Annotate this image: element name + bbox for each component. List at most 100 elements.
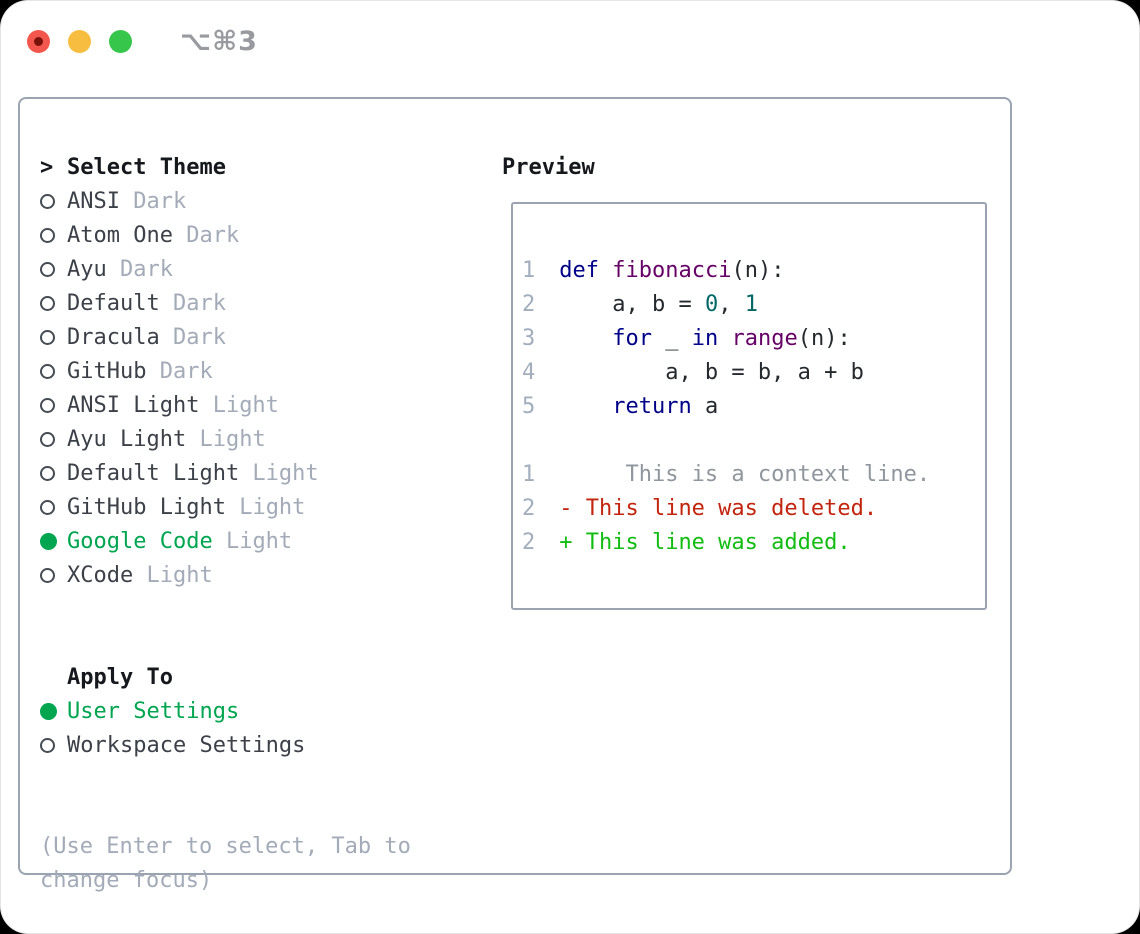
theme-variant-label: Light [239, 460, 319, 486]
radio-icon [40, 465, 55, 481]
radio-icon [40, 227, 55, 243]
theme-option[interactable]: Google Code Light [40, 524, 480, 558]
diff-line-deleted: 2 - This line was deleted. [522, 491, 985, 525]
diff-text: + This line was added. [559, 529, 851, 555]
radio-icon [40, 567, 55, 583]
line-number: 1 [522, 461, 536, 487]
diff-text: - This line was deleted. [559, 495, 878, 521]
theme-option[interactable]: Dracula Dark [40, 320, 480, 354]
theme-option[interactable]: Ayu Light Light [40, 422, 480, 456]
theme-option[interactable]: Atom One Dark [40, 218, 480, 252]
apply-to-option-label: Workspace Settings [67, 732, 306, 758]
line-number: 2 [522, 495, 536, 521]
theme-option-label: Default Light [67, 460, 240, 486]
code-text: for _ in range(n): [612, 325, 851, 351]
code-line: 5 return a [522, 389, 985, 423]
radio-icon [40, 397, 55, 413]
theme-variant-label: Light [225, 494, 306, 520]
apply-to-option[interactable]: Workspace Settings [40, 728, 480, 762]
zoom-button-icon[interactable] [109, 30, 132, 53]
preview-title: Preview [502, 154, 595, 180]
section-gap [40, 592, 480, 660]
theme-option-label: Default [67, 290, 160, 316]
theme-option-label: ANSI Light [67, 392, 200, 418]
theme-variant-label: Dark [159, 290, 226, 316]
theme-option-label: ANSI [67, 188, 120, 214]
radio-icon [40, 295, 55, 311]
line-number: 2 [522, 291, 536, 317]
theme-option[interactable]: Default Light Light [40, 456, 480, 490]
line-number: 1 [522, 257, 536, 283]
diff-text: This is a context line. [559, 461, 931, 487]
radio-icon [40, 363, 55, 379]
theme-option[interactable]: Default Dark [40, 286, 480, 320]
theme-option[interactable]: GitHub Dark [40, 354, 480, 388]
theme-option[interactable]: ANSI Light Light [40, 388, 480, 422]
close-button-icon[interactable] [27, 30, 50, 53]
theme-option-label: Atom One [67, 222, 173, 248]
line-number: 4 [522, 359, 536, 385]
apply-to-title: Apply To [67, 664, 173, 690]
theme-variant-label: Light [186, 426, 266, 452]
theme-variant-label: Dark [172, 222, 240, 248]
select-theme-header: > Select Theme [40, 150, 480, 184]
theme-option-label: Dracula [67, 324, 160, 350]
code-line: 3 for _ in range(n): [522, 321, 985, 355]
radio-icon [40, 261, 55, 277]
theme-option-label: Google Code [67, 528, 213, 554]
minimize-button-icon[interactable] [68, 30, 91, 53]
theme-option-label: Ayu [67, 256, 107, 282]
radio-selected-icon [40, 532, 57, 550]
diff-line-context: 1 This is a context line. [522, 457, 985, 491]
keyboard-hint: (Use Enter to select, Tab to change focu… [40, 834, 411, 893]
theme-option[interactable]: XCode Light [40, 558, 480, 592]
code-line: 1 def fibonacci(n): [522, 253, 985, 287]
theme-option[interactable]: ANSI Dark [40, 184, 480, 218]
radio-icon [40, 737, 55, 753]
code-text: a, b = b, a + b [559, 359, 864, 385]
theme-option[interactable]: Ayu Dark [40, 252, 480, 286]
diff-preview: 1 This is a context line. 2 - This line wa… [522, 457, 985, 559]
code-text: a, b = 0, 1 [559, 291, 758, 317]
section-gap [40, 762, 480, 830]
theme-variant-label: Dark [159, 324, 226, 350]
theme-variant-label: Dark [106, 256, 173, 282]
code-line: 2 a, b = 0, 1 [522, 287, 985, 321]
apply-to-option-label: User Settings [67, 698, 240, 724]
line-number: 3 [522, 325, 536, 351]
theme-variant-label: Dark [119, 188, 187, 214]
line-number: 2 [522, 529, 536, 555]
titlebar: ⌥⌘3 [27, 26, 258, 57]
radio-icon [40, 329, 55, 345]
line-number: 5 [522, 393, 536, 419]
code-text: return a [612, 393, 719, 419]
prompt-icon: > [40, 154, 54, 180]
theme-option[interactable]: GitHub Light Light [40, 490, 480, 524]
code-text: def fibonacci(n): [559, 257, 785, 283]
theme-option-label: GitHub [67, 358, 147, 384]
radio-icon [40, 431, 55, 447]
select-theme-title: Select Theme [67, 154, 226, 180]
apply-to-header: Apply To [40, 660, 480, 694]
radio-icon [40, 499, 55, 515]
diff-line-added: 2 + This line was added. [522, 525, 985, 559]
radio-selected-icon [40, 702, 57, 720]
code-line: 4 a, b = b, a + b [522, 355, 985, 389]
theme-option-label: XCode [67, 562, 134, 588]
theme-variant-label: Light [212, 528, 293, 554]
code-diff-gap [522, 423, 985, 457]
theme-variant-label: Dark [146, 358, 213, 384]
apply-to-option[interactable]: User Settings [40, 694, 480, 728]
theme-option-label: Ayu Light [67, 426, 187, 452]
radio-icon [40, 193, 55, 209]
theme-variant-label: Light [199, 392, 279, 418]
theme-option-label: GitHub Light [67, 494, 226, 520]
window-title: ⌥⌘3 [180, 26, 258, 57]
